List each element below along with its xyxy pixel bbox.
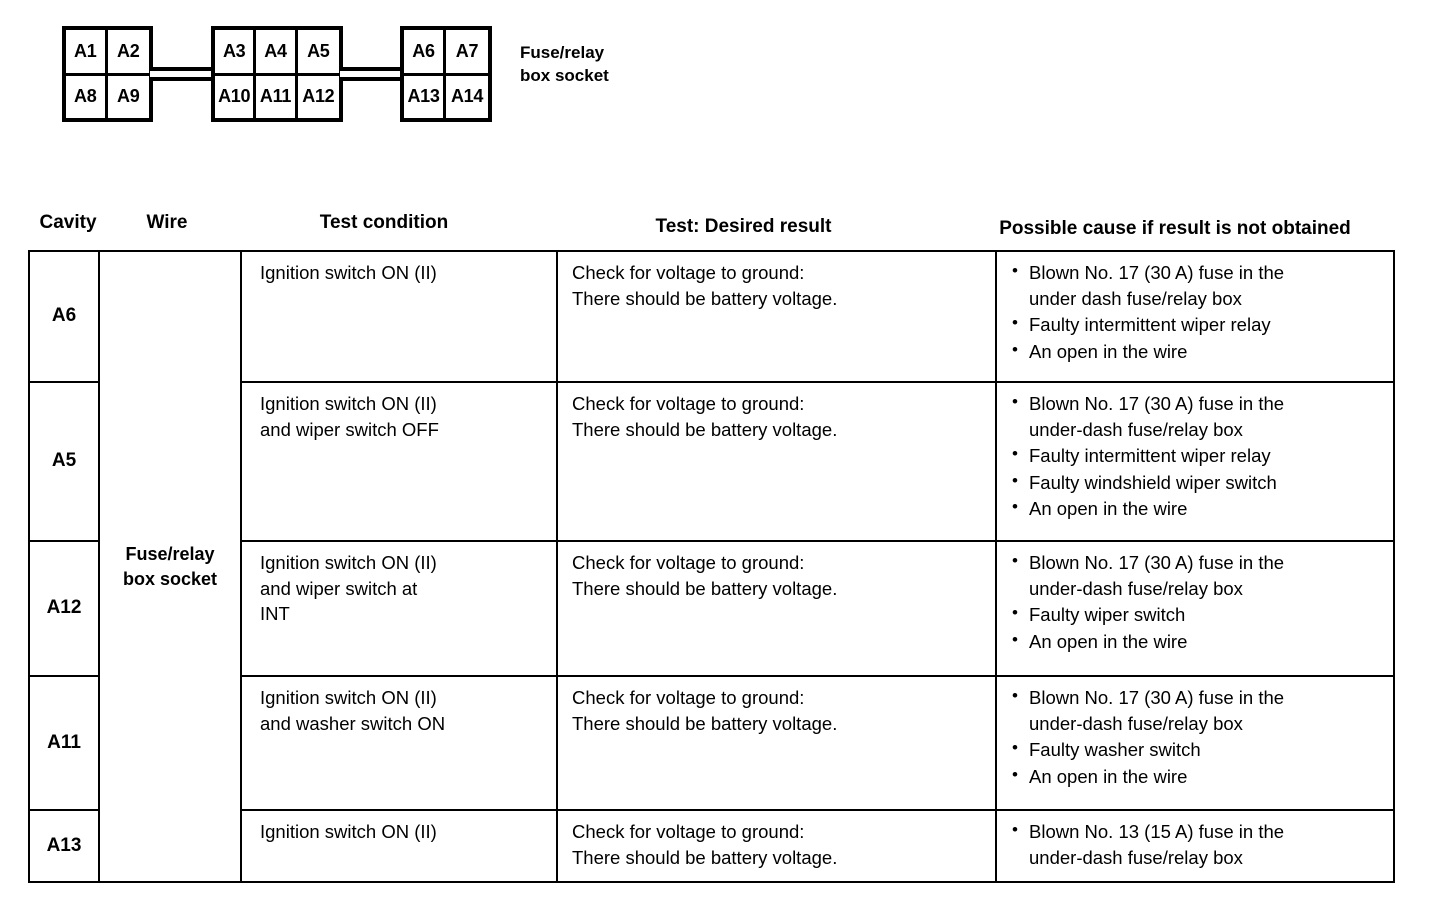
connector-cavity-a8: A8 [66, 75, 108, 118]
fuse-relay-box-socket-diagram: A1 A2 A8 A9 A3 A4 A5 A10 A11 A12 A6 A7 A… [62, 26, 502, 122]
cell-possible-cause: Blown No. 17 (30 A) fuse in the under-da… [995, 675, 1395, 811]
connector-cavity-a9: A9 [117, 86, 140, 107]
cell-test-condition: Ignition switch ON (II) and wiper switch… [240, 540, 558, 677]
connector-cavity-a4: A4 [256, 30, 298, 73]
connector-row-bottom: A10 A11 A12 [215, 75, 339, 118]
connector-cavity-a1: A1 [66, 30, 108, 73]
cell-desired-result: Check for voltage to ground: There shoul… [556, 808, 997, 884]
table-row: A12 Ignition switch ON (II) and wiper sw… [28, 540, 1395, 677]
connector-row-top: A6 A7 [404, 30, 488, 76]
column-header-cavity: Cavity [39, 212, 97, 233]
connector-cavity-a6: A6 [404, 30, 446, 73]
cell-test-condition: Ignition switch ON (II) and wiper switch… [240, 381, 558, 542]
cause-item: Faulty wiper switch [1011, 601, 1385, 628]
connector-block-middle: A3 A4 A5 A10 A11 A12 [211, 26, 343, 122]
cell-test-condition: Ignition switch ON (II) [240, 808, 558, 884]
cause-list: Blown No. 17 (30 A) fuse in the under-da… [1011, 684, 1385, 790]
cause-item: An open in the wire [1011, 338, 1385, 365]
cell-wire: Fuse/relay box socket [98, 249, 242, 884]
cause-list: Blown No. 17 (30 A) fuse in the under-da… [1011, 549, 1385, 655]
connector-row-top: A1 A2 [66, 30, 149, 76]
connector-cavity-a13: A13 [404, 75, 446, 118]
table-row: A5 Ignition switch ON (II) and wiper swi… [28, 381, 1395, 542]
connector-cavity-a2: A2 [117, 40, 140, 61]
cell-test-condition: Ignition switch ON (II) and washer switc… [240, 675, 558, 811]
cell-cavity: A13 [28, 808, 100, 884]
cause-item: Blown No. 13 (15 A) fuse in the under-da… [1011, 818, 1385, 870]
circuit-test-table: A6 Fuse/relay box socket Ignition switch… [28, 249, 1395, 884]
connector-block-right: A6 A7 A13 A14 [400, 26, 492, 122]
table-row: A11 Ignition switch ON (II) and washer s… [28, 675, 1395, 811]
column-header-wire: Wire [146, 212, 188, 233]
cell-cavity: A11 [28, 675, 100, 811]
cause-item: An open in the wire [1011, 628, 1385, 655]
cause-item: Blown No. 17 (30 A) fuse in the under-da… [1011, 684, 1385, 736]
connector-cavity-a7: A7 [455, 40, 479, 61]
connector-cavity-a3: A3 [215, 30, 257, 73]
column-header-test-condition: Test condition [319, 212, 449, 233]
connector-row-bottom: A8 A9 [66, 75, 149, 118]
cause-item: Blown No. 17 (30 A) fuse in the under da… [1011, 259, 1385, 311]
table-column-headers: Cavity Wire Test condition Test: Desired… [0, 212, 1440, 246]
cause-item: An open in the wire [1011, 495, 1385, 522]
table-row: A13 Ignition switch ON (II) Check for vo… [28, 808, 1395, 884]
connector-row-top: A3 A4 A5 [215, 30, 339, 76]
cause-item: Faulty intermittent wiper relay [1011, 442, 1385, 469]
connector-cavity-a14: A14 [450, 86, 484, 107]
cause-list: Blown No. 17 (30 A) fuse in the under da… [1011, 259, 1385, 365]
cell-desired-result: Check for voltage to ground: There shoul… [556, 675, 997, 811]
connector-cavity-a5: A5 [307, 40, 330, 61]
cell-desired-result: Check for voltage to ground: There shoul… [556, 540, 997, 677]
connector-block-left: A1 A2 A8 A9 [62, 26, 153, 122]
column-header-desired-result: Test: Desired result [655, 216, 832, 237]
connector-bridge-right [340, 67, 403, 81]
cause-list: Blown No. 17 (30 A) fuse in the under-da… [1011, 390, 1385, 522]
cause-item: Faulty intermittent wiper relay [1011, 311, 1385, 338]
cause-item: Faulty windshield wiper switch [1011, 469, 1385, 496]
cell-cavity: A12 [28, 540, 100, 677]
table-row: A6 Fuse/relay box socket Ignition switch… [28, 249, 1395, 884]
cell-possible-cause: Blown No. 13 (15 A) fuse in the under-da… [995, 808, 1395, 884]
cell-possible-cause: Blown No. 17 (30 A) fuse in the under-da… [995, 381, 1395, 542]
cell-cavity: A6 [28, 250, 100, 383]
column-header-possible-cause: Possible cause if result is not obtained [999, 218, 1351, 239]
cause-item: Blown No. 17 (30 A) fuse in the under-da… [1011, 390, 1385, 442]
connector-diagram-caption: Fuse/relay box socket [520, 43, 609, 85]
cause-item: An open in the wire [1011, 763, 1385, 790]
cell-test-condition: Ignition switch ON (II) [240, 250, 558, 383]
connector-cavity-a12: A12 [302, 86, 335, 107]
connector-bridge-left [150, 67, 214, 81]
cause-item: Faulty washer switch [1011, 736, 1385, 763]
connector-cavity-a11: A11 [256, 75, 298, 118]
cell-possible-cause: Blown No. 17 (30 A) fuse in the under-da… [995, 540, 1395, 677]
cell-desired-result: Check for voltage to ground: There shoul… [556, 381, 997, 542]
cause-list: Blown No. 13 (15 A) fuse in the under-da… [1011, 818, 1385, 870]
cell-possible-cause: Blown No. 17 (30 A) fuse in the under da… [995, 250, 1395, 383]
cell-cavity: A5 [28, 381, 100, 542]
connector-cavity-a10: A10 [215, 75, 257, 118]
cell-desired-result: Check for voltage to ground: There shoul… [556, 250, 997, 383]
cause-item: Blown No. 17 (30 A) fuse in the under-da… [1011, 549, 1385, 601]
connector-row-bottom: A13 A14 [404, 75, 488, 118]
